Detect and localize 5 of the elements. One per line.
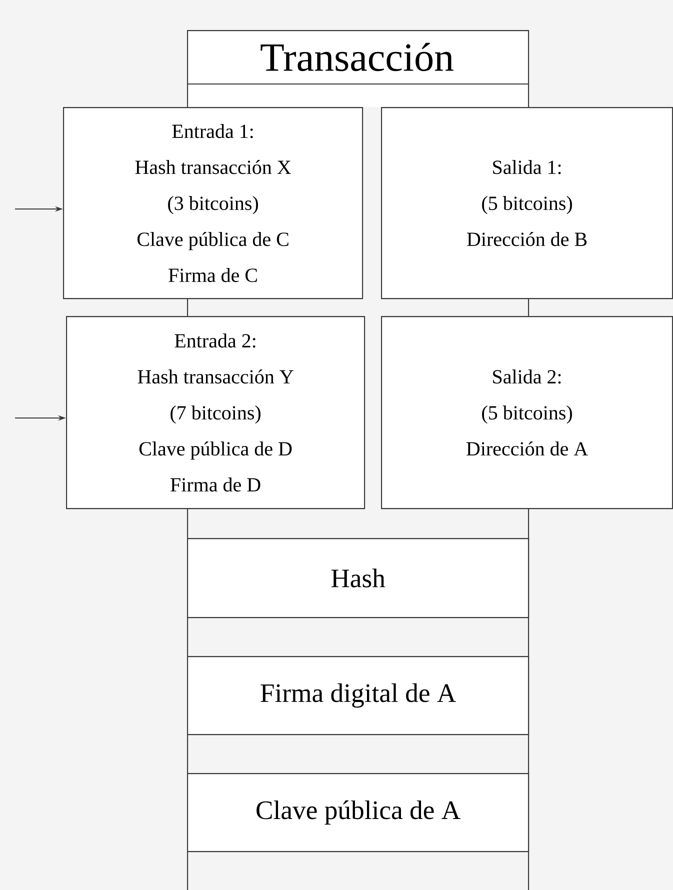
field-band: Firma digital de A <box>187 656 530 736</box>
field-band: Hash <box>187 538 530 618</box>
field-band: Clave pública de A <box>187 773 530 852</box>
output-box: Salida 2: (5 bitcoins) Dirección de A <box>381 316 673 510</box>
input-box: Entrada 2: Hash transacción Y (7 bitcoins) Clave pública de D Firma de D <box>66 316 366 510</box>
